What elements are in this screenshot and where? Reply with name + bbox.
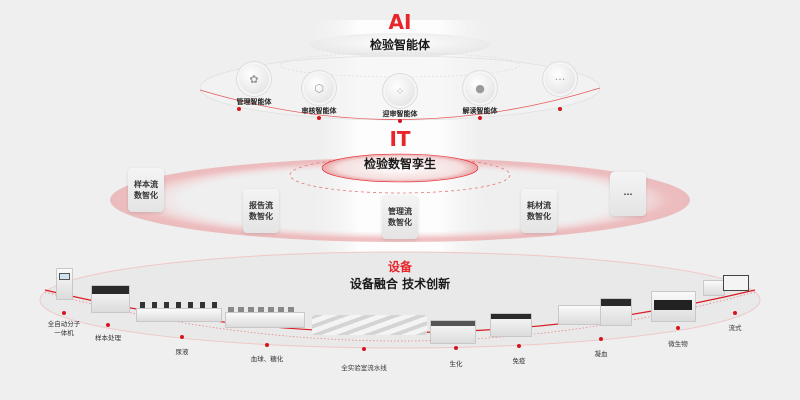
device-label-coagulation: 凝血 <box>594 350 608 358</box>
it-card-consumable-flow[interactable]: 耗材流数智化 <box>521 189 557 233</box>
agent-management[interactable]: ✿ 管理智能体 <box>224 64 284 107</box>
agent-label: 迎审智能体 <box>382 110 418 118</box>
device-label-hematology: 血球、糖化 <box>250 355 284 363</box>
brain-network-icon: ✿ <box>239 64 269 94</box>
device-label-immunology: 免疫 <box>512 357 526 365</box>
ai-subtitle: 检验智能体 <box>369 38 430 52</box>
device-label-sample-processing: 样本处理 <box>95 334 121 342</box>
it-subtitle: 检验数智孪生 <box>363 157 436 171</box>
agent-label: 审核智能体 <box>301 107 337 115</box>
agent-inspection[interactable]: ⁘ 迎审智能体 <box>369 76 431 119</box>
more-icon: ··· <box>623 189 633 199</box>
device-label-molecular: 全自动分子一体机 <box>47 320 81 337</box>
it-card-report-flow[interactable]: 报告流数智化 <box>243 189 279 233</box>
device-label-biochemistry: 生化 <box>449 360 463 368</box>
agent-more[interactable]: ··· <box>530 64 590 94</box>
agent-label: 管理智能体 <box>236 98 272 106</box>
node-graph-icon: ⁘ <box>385 76 415 106</box>
agent-interpretation[interactable]: ● 解读智能体 <box>450 73 510 116</box>
device-label-lab-line: 全实验室流水线 <box>341 364 387 372</box>
device-label-flow-cytometry: 流式 <box>728 324 742 332</box>
it-card-management-flow[interactable]: 管理流数智化 <box>382 195 418 239</box>
ai-title: AI <box>388 10 412 34</box>
it-title: IT <box>389 127 411 151</box>
it-card-sample-flow[interactable]: 样本流数智化 <box>128 168 164 212</box>
hexagon-network-icon: ⬡ <box>304 73 334 103</box>
head-profile-icon: ● <box>465 73 495 103</box>
agent-review[interactable]: ⬡ 审核智能体 <box>289 73 349 116</box>
it-card-more[interactable]: ··· <box>610 172 646 216</box>
device-label-microbiology: 微生物 <box>668 340 688 348</box>
device-subtitle: 设备融合 技术创新 <box>349 277 451 291</box>
more-icon: ··· <box>545 64 575 94</box>
agent-label: 解读智能体 <box>462 107 498 115</box>
device-title: 设备 <box>387 260 412 274</box>
device-label-urine: 尿液 <box>175 348 189 356</box>
